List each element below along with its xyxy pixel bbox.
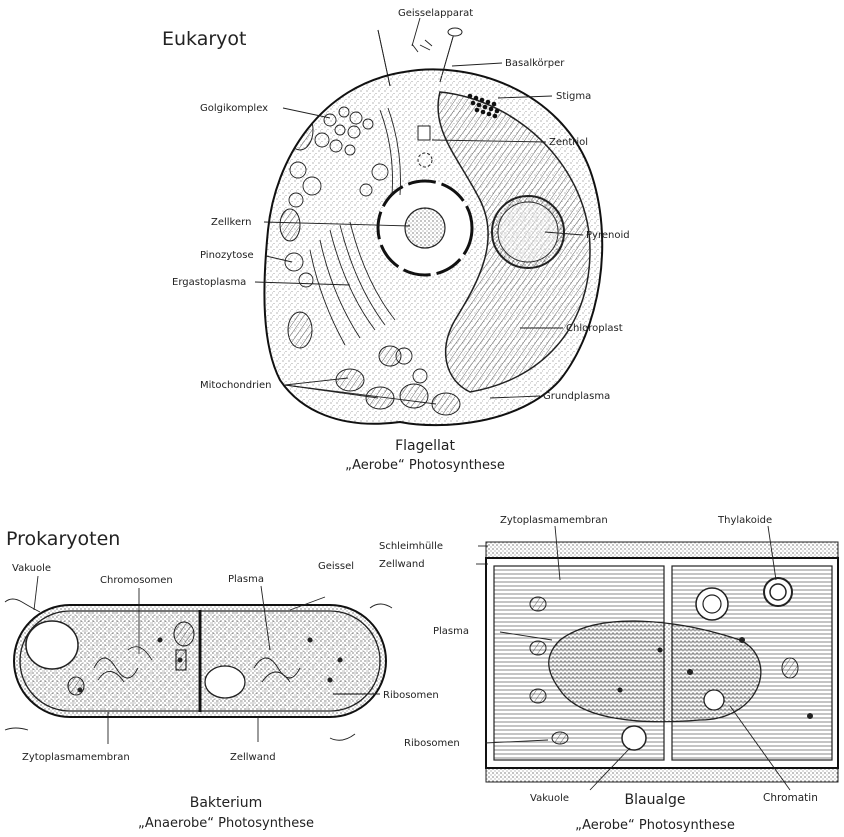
label-chromosomen: Chromosomen <box>100 575 173 586</box>
bacterium-caption-1: Bakterium <box>190 795 263 811</box>
eukaryote-caption-1: Flagellat <box>395 438 455 454</box>
label-ergastoplasma: Ergastoplasma <box>172 277 246 288</box>
label-vakuole-alga: Vakuole <box>530 793 569 804</box>
label-chromatin: Chromatin <box>763 792 818 804</box>
label-stigma: Stigma <box>556 91 591 102</box>
eukaryote-heading: Eukaryot <box>162 28 247 50</box>
blue-alga-chromatin <box>549 621 761 722</box>
label-chloroplast: Chloroplast <box>566 323 623 334</box>
label-ribosomen-alga: Ribosomen <box>404 738 460 749</box>
label-pyrenoid: Pyrenoid <box>586 230 630 241</box>
prokaryotes-heading: Prokaryoten <box>6 528 120 550</box>
label-vakuole-bacterium: Vakuole <box>12 563 51 574</box>
blue-alga-caption-1: Blaualge <box>625 792 686 808</box>
label-zellkern: Zellkern <box>211 217 251 228</box>
bacterium-panel: Vakuole Chromosomen Plasma Geissel Ribos… <box>5 561 439 831</box>
label-zellwand-bacterium: Zellwand <box>230 752 276 763</box>
label-geisselapparat: Geisselapparat <box>398 8 473 19</box>
label-geissel: Geissel <box>318 561 354 572</box>
label-thylakoide: Thylakoide <box>717 515 772 526</box>
centriole <box>418 126 430 140</box>
label-basalkoerper: Basalkörper <box>505 58 565 69</box>
nucleus <box>378 181 472 275</box>
label-schleimhuelle: Schleimhülle <box>379 541 443 552</box>
label-mitochondrien: Mitochondrien <box>200 380 271 391</box>
label-golgikomplex: Golgikomplex <box>200 103 268 114</box>
label-pinozytose: Pinozytose <box>200 250 254 261</box>
label-zytoplasmamembran-bacterium: Zytoplasmamembran <box>22 752 130 763</box>
label-plasma-bacterium: Plasma <box>228 574 264 585</box>
bacterium-caption-2: „Anaerobe“ Photosynthese <box>138 816 314 831</box>
label-plasma-alga: Plasma <box>433 626 469 637</box>
eukaryote-caption-2: „Aerobe“ Photosynthese <box>345 458 505 473</box>
label-ribosomen-bacterium: Ribosomen <box>383 690 439 701</box>
label-zentriol: Zentriol <box>549 137 588 148</box>
blue-alga-vacuole <box>622 726 646 750</box>
label-grundplasma: Grundplasma <box>543 391 610 402</box>
bacterium-vacuole <box>26 621 78 669</box>
blue-alga-caption-2: „Aerobe“ Photosynthese <box>575 818 735 833</box>
blue-alga-panel: Zytoplasmamembran Thylakoide Schleimhüll… <box>379 515 838 833</box>
label-zytoplasmamembran-alga: Zytoplasmamembran <box>500 515 608 526</box>
eukaryote-panel: Eukaryot <box>162 8 630 473</box>
label-zellwand-alga: Zellwand <box>379 559 425 570</box>
